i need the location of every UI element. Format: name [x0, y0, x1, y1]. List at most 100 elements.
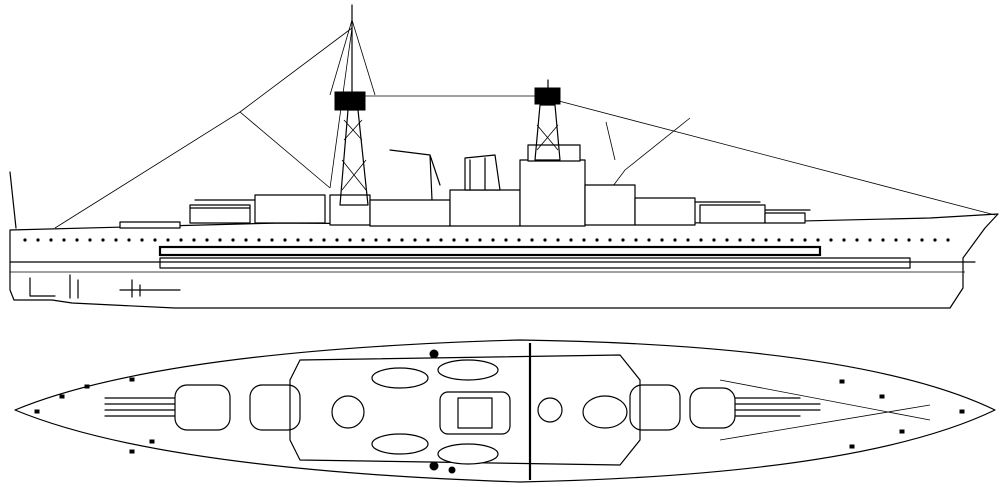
porthole: [23, 238, 27, 242]
deck-bollard: [899, 429, 905, 434]
porthole: [231, 238, 235, 242]
fwd-turret-a: [689, 387, 736, 429]
porthole: [374, 238, 378, 242]
aft-stay-drop: [605, 121, 616, 161]
cage-masts: [329, 4, 561, 206]
aft-deckhouse-low: [119, 221, 181, 229]
porthole: [933, 238, 937, 242]
porthole: [296, 238, 300, 242]
aft-turret-y: [249, 384, 301, 431]
porthole: [140, 238, 144, 242]
porthole: [894, 238, 898, 242]
superstructure-deck: [289, 354, 641, 466]
porthole: [335, 238, 339, 242]
foremast-base-plan: [537, 397, 563, 423]
porthole: [478, 238, 482, 242]
porthole: [530, 238, 534, 242]
turret-aft-x: [189, 204, 251, 224]
boat-crane: [389, 149, 441, 201]
porthole: [49, 238, 53, 242]
funnel-cap-grid: [457, 397, 493, 429]
porthole: [699, 238, 703, 242]
porthole: [517, 238, 521, 242]
propeller-shafts: [69, 274, 79, 299]
deck-bollard: [129, 377, 135, 382]
porthole-row: [23, 238, 950, 242]
forward-superstructure: [584, 184, 636, 226]
porthole: [868, 238, 872, 242]
turret-fwd-a: [699, 204, 766, 224]
deck-line-fwd-2: [719, 404, 931, 441]
porthole: [192, 238, 196, 242]
deck-bollard: [959, 409, 965, 414]
mainmast-base-plan: [331, 395, 365, 429]
porthole: [101, 238, 105, 242]
porthole: [647, 238, 651, 242]
porthole: [556, 238, 560, 242]
bridge-block: [519, 159, 586, 227]
turret-fwd-b: [634, 197, 696, 226]
porthole: [361, 238, 365, 242]
porthole: [725, 238, 729, 242]
deck-bollard: [59, 394, 65, 399]
main-cage-lattice: [536, 124, 559, 151]
porthole: [881, 238, 885, 242]
fore-mast-shroud-a: [329, 19, 353, 96]
porthole: [816, 238, 820, 242]
porthole: [491, 238, 495, 242]
turret-aft-y: [254, 194, 326, 224]
deck-fittings: [34, 377, 965, 454]
porthole: [595, 238, 599, 242]
porthole: [777, 238, 781, 242]
porthole: [88, 238, 92, 242]
funnel-base: [449, 189, 521, 227]
porthole: [127, 238, 131, 242]
fore-mast-shroud-b: [351, 19, 376, 96]
fore-cage-lattice: [341, 119, 367, 191]
porthole: [569, 238, 573, 242]
deck-bollard: [34, 409, 40, 414]
rigging-lines: [54, 27, 996, 229]
conning-tower-plan: [582, 395, 628, 429]
searchlight-1: [429, 349, 439, 359]
deck-bollard: [129, 449, 135, 454]
porthole: [75, 238, 79, 242]
forecastle-fitting: [764, 212, 806, 224]
fore-stay-upper: [239, 27, 353, 113]
searchlight-2: [429, 461, 439, 471]
aft-superstructure: [329, 194, 371, 226]
deck-line-fwd: [719, 379, 931, 421]
porthole: [439, 238, 443, 242]
searchlight-3: [448, 466, 456, 474]
midship-deckhouse: [369, 199, 451, 227]
fore-cage-mast: [339, 109, 369, 206]
porthole: [166, 238, 170, 242]
hull-profile: [9, 171, 999, 309]
stern-rudder: [29, 277, 56, 297]
porthole: [582, 238, 586, 242]
porthole: [257, 238, 261, 242]
main-fighting-top: [534, 87, 561, 105]
main-cage-mast: [534, 104, 561, 161]
deck-bollard: [849, 444, 855, 449]
porthole: [413, 238, 417, 242]
porthole: [855, 238, 859, 242]
porthole: [764, 238, 768, 242]
porthole: [803, 238, 807, 242]
porthole: [205, 238, 209, 242]
boat-1: [371, 367, 429, 389]
plan-view: [14, 339, 996, 483]
armor-belt-lower: [159, 257, 911, 269]
deck-bollard: [149, 439, 155, 444]
deck-bollard: [879, 394, 885, 399]
porthole: [153, 238, 157, 242]
porthole: [36, 238, 40, 242]
porthole: [829, 238, 833, 242]
porthole: [790, 238, 794, 242]
boat-3: [437, 359, 499, 381]
deck-bollard: [839, 379, 845, 384]
deck-outline: [14, 339, 996, 483]
fore-fighting-top: [334, 91, 366, 111]
side-profile-view: [9, 4, 999, 309]
